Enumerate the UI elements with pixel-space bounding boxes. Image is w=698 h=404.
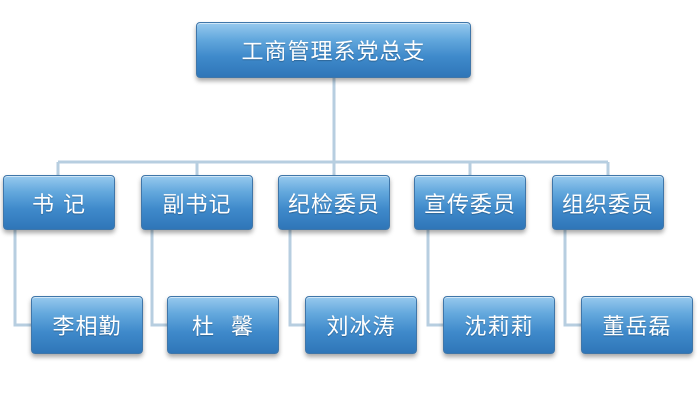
elbow-5 [563, 230, 581, 327]
person-name: 李相勤 [52, 315, 122, 340]
role-node-propaganda-member: 宣传委员 [414, 175, 526, 230]
elbow-2 [150, 230, 167, 327]
root-label: 工商管理系党总支 [241, 40, 426, 65]
role-node-deputy-secretary: 副书记 [141, 175, 253, 230]
person-name: 沈莉莉 [464, 315, 534, 340]
role-node-organization-member: 组织委员 [552, 175, 664, 230]
role-node-secretary: 书 记 [3, 175, 115, 230]
role-node-discipline-member: 纪检委员 [278, 175, 390, 230]
role-label: 副书记 [162, 192, 232, 218]
elbow-1 [13, 230, 31, 327]
person-node-secretary: 李相勤 [31, 296, 143, 354]
elbow-4 [426, 230, 443, 327]
role-label: 组织委员 [561, 192, 654, 218]
person-node-organization-member: 董岳磊 [581, 296, 693, 354]
role-label: 书 记 [32, 192, 86, 218]
root-node: 工商管理系党总支 [196, 22, 471, 78]
elbow-3 [288, 230, 305, 327]
role-label: 纪检委员 [287, 192, 380, 218]
person-name: 刘冰涛 [326, 315, 396, 340]
person-name: 杜 馨 [192, 315, 254, 340]
person-name: 董岳磊 [602, 315, 672, 340]
person-node-deputy-secretary: 杜 馨 [167, 296, 279, 354]
person-node-propaganda-member: 沈莉莉 [443, 296, 555, 354]
person-node-discipline-member: 刘冰涛 [305, 296, 417, 354]
role-label: 宣传委员 [423, 192, 516, 218]
